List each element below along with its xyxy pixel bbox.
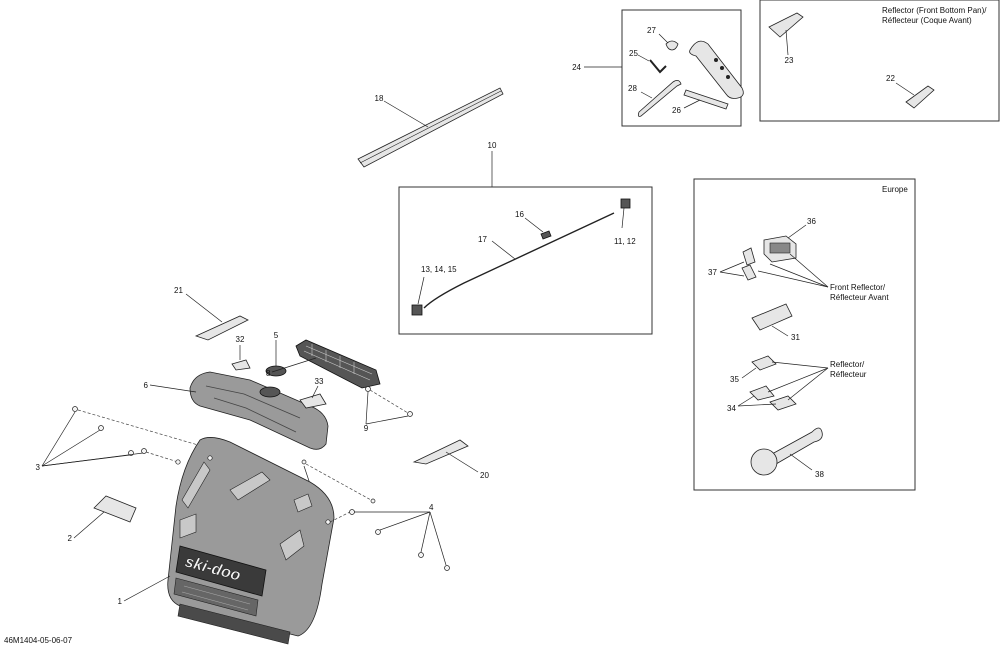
part-20-reflector: 20: [412, 439, 489, 480]
part-18-strip: 18: [357, 87, 504, 168]
label-27: 27: [647, 26, 656, 35]
label-21: 21: [174, 286, 183, 295]
parts-32-5: 32 5: [231, 331, 287, 377]
label-20: 20: [480, 471, 489, 480]
label-3: 3: [36, 463, 41, 472]
cable-assembly-box: 10 17 16 11, 12 13, 14, 15: [398, 141, 653, 335]
reflector-line1: Reflector/: [830, 360, 865, 369]
part-8-grille: 8: [266, 339, 381, 389]
label-24: 24: [572, 63, 581, 72]
reflector-line2: Réflecteur: [830, 370, 867, 379]
label-32: 32: [236, 335, 245, 344]
label-5: 5: [274, 331, 279, 340]
label-16: 16: [515, 210, 524, 219]
front-reflector-line1: Front Reflector/: [830, 283, 886, 292]
part-1-front-hood: ski-doo 1: [118, 437, 335, 645]
label-10: 10: [488, 141, 497, 150]
label-37: 37: [708, 268, 717, 277]
toolkit-box: 24 27 25 26 28: [572, 9, 744, 127]
label-28: 28: [628, 84, 637, 93]
label-6: 6: [144, 381, 149, 390]
part-9-fasteners: 9: [364, 386, 413, 433]
label-8: 8: [266, 369, 271, 378]
front-bottom-pan-reflector-box: Reflector (Front Bottom Pan)/ Réflecteur…: [759, 0, 1000, 122]
label-23: 23: [785, 56, 794, 65]
part-2: 2: [68, 495, 137, 543]
reflector-box-line1: Reflector (Front Bottom Pan)/: [882, 6, 987, 15]
label-35: 35: [730, 375, 739, 384]
label-4: 4: [429, 503, 434, 512]
label-34: 34: [727, 404, 736, 413]
part-21-reflector: 21: [174, 286, 249, 341]
reflector-box-line2: Réflecteur (Coque Avant): [882, 16, 972, 25]
part-4-fasteners: 4: [329, 503, 450, 571]
label-9: 9: [364, 424, 369, 433]
label-13-14-15: 13, 14, 15: [421, 265, 457, 274]
label-17: 17: [478, 235, 487, 244]
label-33: 33: [315, 377, 324, 386]
label-2: 2: [68, 534, 73, 543]
part-33: 33: [299, 377, 327, 409]
europe-box: Europe 36 37 Front Reflector/ Réflecteur…: [693, 178, 916, 491]
label-22: 22: [886, 74, 895, 83]
part-6-upper-shroud: 6: [144, 371, 329, 450]
label-38: 38: [815, 470, 824, 479]
front-reflector-line2: Réflecteur Avant: [830, 293, 889, 302]
part-3-fasteners: 3: [36, 406, 199, 472]
label-18: 18: [375, 94, 384, 103]
europe-title: Europe: [882, 185, 908, 194]
label-26: 26: [672, 106, 681, 115]
label-11-12: 11, 12: [614, 237, 636, 246]
label-1: 1: [118, 597, 123, 606]
label-25: 25: [629, 49, 638, 58]
label-36: 36: [807, 217, 816, 226]
label-31: 31: [791, 333, 800, 342]
diagram-id: 46M1404-05-06-07: [4, 636, 73, 645]
